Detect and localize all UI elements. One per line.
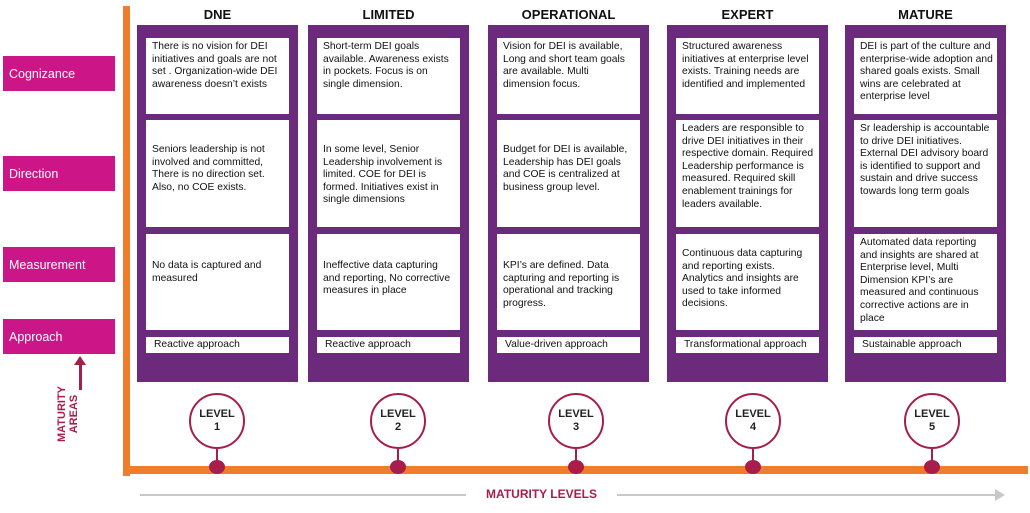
direction-cell: Sr leadership is accountable to drive DE… xyxy=(854,120,997,227)
level-stem xyxy=(397,449,399,463)
level-number: 4 xyxy=(749,421,757,433)
level-column: Short-term DEI goals available. Awarenes… xyxy=(308,25,469,382)
area-label-approach: Approach xyxy=(3,319,115,354)
measurement-cell: Automated data reporting and insights ar… xyxy=(854,234,997,330)
measurement-cell: No data is captured and measured xyxy=(146,234,289,330)
level-title: EXPERT xyxy=(721,7,774,22)
level-column: There is no vision for DEI initiatives a… xyxy=(137,25,298,382)
maturity-areas-arrowhead xyxy=(74,356,86,365)
level-number: 3 xyxy=(572,421,580,433)
level-word: LEVEL xyxy=(735,408,771,420)
level-stem xyxy=(575,449,577,463)
maturity-areas-line1: MATURITY xyxy=(56,386,68,443)
level-column: Structured awareness initiatives at ente… xyxy=(667,25,828,382)
level-dot xyxy=(745,460,761,474)
approach-cell: Sustainable approach xyxy=(854,337,997,353)
cognizance-cell: Structured awareness initiatives at ente… xyxy=(676,38,819,114)
maturity-areas-label: MATURITY AREAS xyxy=(56,384,80,444)
level-dot xyxy=(568,460,584,474)
level-title: OPERATIONAL xyxy=(521,7,616,22)
measurement-cell: Continuous data capturing and reporting … xyxy=(676,234,819,330)
level-dot xyxy=(209,460,225,474)
maturity-levels-line-right xyxy=(617,494,997,496)
level-marker: LEVEL 3 xyxy=(541,393,611,474)
level-number: 1 xyxy=(213,421,221,433)
level-title: DNE xyxy=(203,7,232,22)
level-number: 2 xyxy=(394,421,402,433)
approach-cell: Reactive approach xyxy=(146,337,289,353)
maturity-levels-arrowhead xyxy=(995,489,1005,501)
level-marker: LEVEL 4 xyxy=(718,393,788,474)
maturity-levels-line-left xyxy=(140,494,466,496)
area-label-direction: Direction xyxy=(3,156,115,191)
level-dot xyxy=(924,460,940,474)
cognizance-cell: There is no vision for DEI initiatives a… xyxy=(146,38,289,114)
direction-cell: In some level, Senior Leadership involve… xyxy=(317,120,460,227)
level-word: LEVEL xyxy=(380,408,416,420)
measurement-cell: Ineffective data capturing and reporting… xyxy=(317,234,460,330)
direction-cell: Seniors leadership is not involved and c… xyxy=(146,120,289,227)
level-word: LEVEL xyxy=(199,408,235,420)
level-number: 5 xyxy=(928,421,936,433)
level-stem xyxy=(752,449,754,463)
direction-cell: Leaders are responsible to drive DEI ini… xyxy=(676,120,819,227)
vertical-axis xyxy=(123,6,130,476)
direction-cell: Budget for DEI is available, Leadership … xyxy=(497,120,640,227)
level-marker: LEVEL 2 xyxy=(363,393,433,474)
cognizance-cell: Vision for DEI is available, Long and sh… xyxy=(497,38,640,114)
level-word: LEVEL xyxy=(558,408,594,420)
area-label-cognizance: Cognizance xyxy=(3,56,115,91)
approach-cell: Value-driven approach xyxy=(497,337,640,353)
maturity-levels-label: MATURITY LEVELS xyxy=(486,487,597,501)
level-word: LEVEL xyxy=(914,408,950,420)
maturity-areas-line2: AREAS xyxy=(68,394,80,434)
level-circle: LEVEL 5 xyxy=(904,393,960,449)
level-column: Vision for DEI is available, Long and sh… xyxy=(488,25,649,382)
approach-cell: Transformational approach xyxy=(676,337,819,353)
cognizance-cell: DEI is part of the culture and enterpris… xyxy=(854,38,997,114)
maturity-areas-arrow xyxy=(79,362,82,390)
measurement-cell: KPI’s are defined. Data capturing and re… xyxy=(497,234,640,330)
cognizance-cell: Short-term DEI goals available. Awarenes… xyxy=(317,38,460,114)
level-marker: LEVEL 1 xyxy=(182,393,252,474)
level-column: DEI is part of the culture and enterpris… xyxy=(845,25,1006,382)
level-circle: LEVEL 3 xyxy=(548,393,604,449)
approach-cell: Reactive approach xyxy=(317,337,460,353)
level-dot xyxy=(390,460,406,474)
level-circle: LEVEL 2 xyxy=(370,393,426,449)
level-circle: LEVEL 1 xyxy=(189,393,245,449)
level-title: LIMITED xyxy=(362,7,415,22)
level-title: MATURE xyxy=(898,7,953,22)
area-label-measurement: Measurement xyxy=(3,247,115,282)
level-circle: LEVEL 4 xyxy=(725,393,781,449)
level-marker: LEVEL 5 xyxy=(897,393,967,474)
level-stem xyxy=(931,449,933,463)
level-stem xyxy=(216,449,218,463)
